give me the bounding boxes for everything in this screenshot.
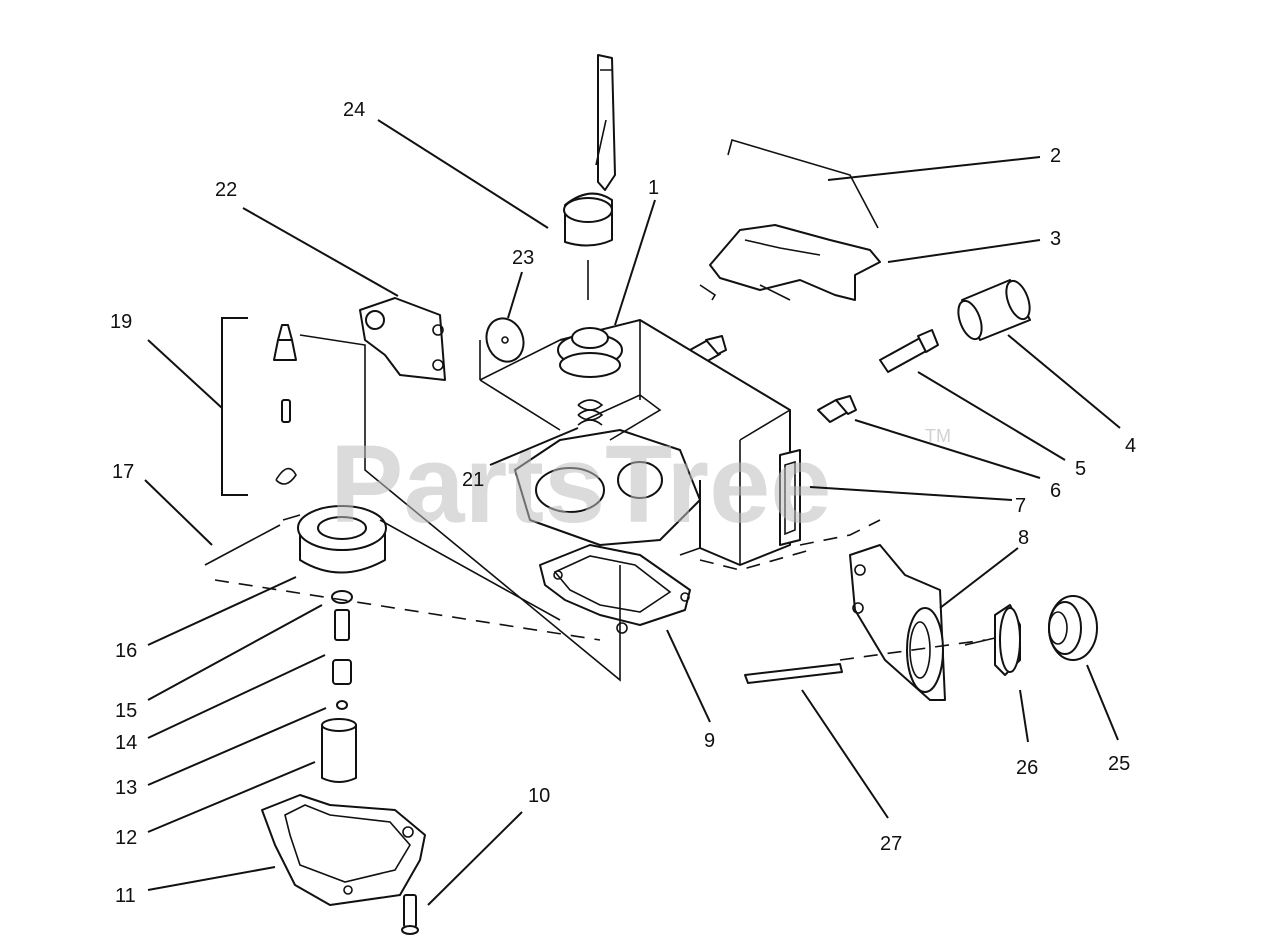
callout-1[interactable]: 1 xyxy=(648,177,659,199)
callout-labels: 1 2 3 4 5 6 7 8 9 10 11 12 13 14 15 16 1… xyxy=(110,99,1136,907)
part-15-o-ring[interactable] xyxy=(331,590,353,604)
callout-25[interactable]: 25 xyxy=(1108,753,1130,775)
part-19-clip xyxy=(275,467,297,485)
callout-8[interactable]: 8 xyxy=(1018,527,1029,549)
part-13-washer[interactable] xyxy=(336,700,348,710)
callout-19[interactable]: 19 xyxy=(110,311,132,333)
parts-layer xyxy=(204,54,1098,935)
part-4-filter[interactable] xyxy=(954,278,1034,342)
part-10-bolt[interactable] xyxy=(401,894,419,935)
part-27-rod[interactable] xyxy=(744,663,843,684)
callout-11[interactable]: 11 xyxy=(115,885,136,907)
callout-15[interactable]: 15 xyxy=(115,700,137,722)
callout-6[interactable]: 6 xyxy=(1050,480,1061,502)
callout-17[interactable]: 17 xyxy=(112,461,134,483)
part-9-gasket[interactable] xyxy=(539,544,691,634)
callout-24[interactable]: 24 xyxy=(343,99,365,121)
watermark-text: PartsTree xyxy=(330,423,831,546)
part-16-float[interactable] xyxy=(282,505,387,574)
callout-9[interactable]: 9 xyxy=(704,730,715,752)
part-21-spring[interactable] xyxy=(577,399,604,426)
callout-3[interactable]: 3 xyxy=(1050,228,1061,250)
part-1-throttle-shaft[interactable] xyxy=(557,327,623,378)
part-6-fitting[interactable] xyxy=(817,395,857,423)
part-23-throttle-plate[interactable] xyxy=(481,313,530,367)
part-22-plate[interactable] xyxy=(359,297,446,381)
part-3-bracket[interactable] xyxy=(699,224,881,301)
part-14-main-jet[interactable] xyxy=(332,609,352,685)
part-19-group[interactable] xyxy=(221,317,297,496)
watermark: PartsTree TM xyxy=(330,423,951,546)
callout-7[interactable]: 7 xyxy=(1015,495,1026,517)
callout-12[interactable]: 12 xyxy=(115,827,137,849)
callout-23[interactable]: 23 xyxy=(512,247,534,269)
part-26-valve[interactable] xyxy=(964,604,1021,676)
part-8-cover[interactable] xyxy=(849,544,946,701)
callout-21[interactable]: 21 xyxy=(462,469,484,491)
leader-lines xyxy=(144,119,1121,906)
callout-4[interactable]: 4 xyxy=(1125,435,1136,457)
part-carburetor-body[interactable] xyxy=(479,319,881,571)
part-19-needle-valve xyxy=(273,324,297,361)
callout-22[interactable]: 22 xyxy=(215,179,237,201)
callout-13[interactable]: 13 xyxy=(115,777,137,799)
callout-10[interactable]: 10 xyxy=(528,785,550,807)
callout-5[interactable]: 5 xyxy=(1075,458,1086,480)
callout-26[interactable]: 26 xyxy=(1016,757,1038,779)
part-17-float-pin[interactable] xyxy=(204,524,281,566)
part-24-choke-lever[interactable] xyxy=(563,54,616,300)
watermark-trademark: TM xyxy=(925,426,951,446)
part-2-throttle-rod[interactable] xyxy=(727,138,879,229)
part-19-pin xyxy=(281,399,291,423)
part-5-screw[interactable] xyxy=(879,329,939,373)
callout-16[interactable]: 16 xyxy=(115,640,137,662)
callout-14[interactable]: 14 xyxy=(115,732,137,754)
part-25-cap[interactable] xyxy=(1048,595,1098,661)
callout-27[interactable]: 27 xyxy=(880,833,902,855)
part-12-spacer[interactable] xyxy=(321,718,357,783)
alignment-lines xyxy=(214,334,986,682)
callout-2[interactable]: 2 xyxy=(1050,145,1061,167)
part-11-float-bowl[interactable] xyxy=(261,794,426,906)
